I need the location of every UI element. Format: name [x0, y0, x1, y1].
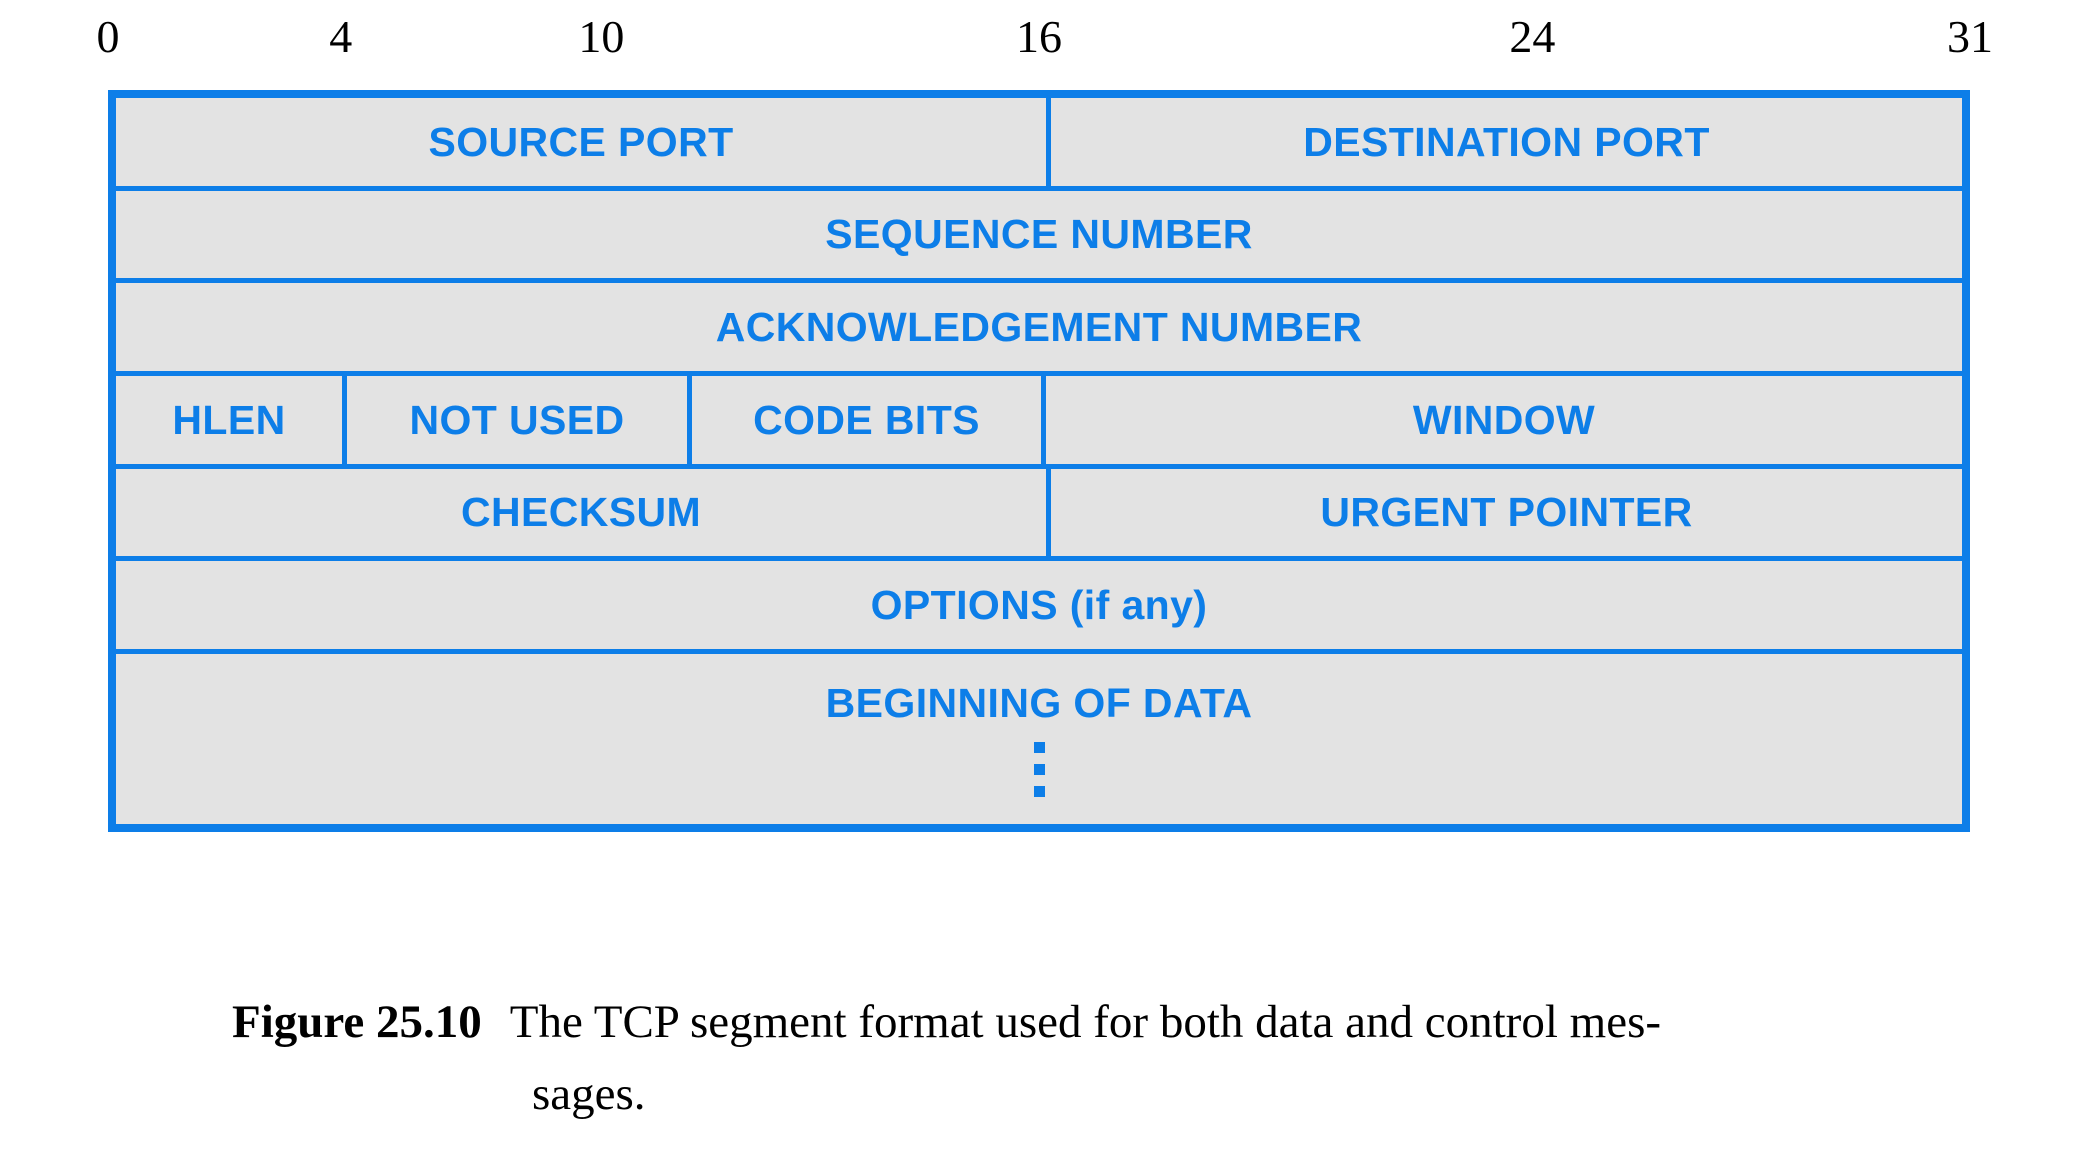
field-code-bits-label: CODE BITS: [753, 396, 980, 443]
bit-position-ruler: 0 4 10 16 24 31: [97, 8, 1994, 90]
field-hlen-label: HLEN: [172, 396, 286, 443]
field-source-port: SOURCE PORT: [116, 98, 1046, 186]
ruler-tick-0: 0: [96, 11, 120, 62]
field-acknowledgement-number-label: ACKNOWLEDGEMENT NUMBER: [715, 304, 1363, 351]
header-row-ports: SOURCE PORT DESTINATION PORT: [116, 98, 1962, 191]
ruler-tick-10: 10: [578, 11, 625, 62]
tcp-header-table: SOURCE PORT DESTINATION PORT SEQUENCE NU…: [108, 90, 1970, 832]
field-sequence-number-label: SEQUENCE NUMBER: [825, 211, 1253, 258]
figure-caption-text-1: The TCP segment format used for both dat…: [509, 996, 1662, 1048]
ruler-tick-16: 16: [1016, 11, 1062, 62]
figure-number: Figure 25.10: [232, 996, 482, 1048]
header-row-acknowledgement: ACKNOWLEDGEMENT NUMBER: [116, 283, 1962, 376]
field-urgent-pointer: URGENT POINTER: [1046, 468, 1962, 557]
figure-caption-line-2: sages.: [532, 1068, 646, 1120]
field-hlen: HLEN: [116, 375, 342, 464]
ruler-tick-4: 4: [329, 11, 353, 62]
ruler-tick-31: 31: [1947, 11, 1993, 62]
header-row-data: BEGINNING OF DATA: [116, 653, 1962, 825]
field-source-port-label: SOURCE PORT: [428, 118, 734, 165]
vertical-ellipsis-icon: [1033, 742, 1045, 798]
field-destination-port: DESTINATION PORT: [1046, 98, 1962, 186]
field-beginning-of-data-label: BEGINNING OF DATA: [825, 680, 1253, 727]
field-acknowledgement-number: ACKNOWLEDGEMENT NUMBER: [116, 283, 1962, 371]
field-not-used: NOT USED: [342, 375, 687, 464]
field-window-label: WINDOW: [1412, 396, 1596, 443]
ruler-tick-24: 24: [1509, 11, 1556, 62]
field-destination-port-label: DESTINATION PORT: [1303, 118, 1710, 165]
figure-caption-line-1: Figure 25.10 The TCP segment format used …: [232, 986, 1892, 1058]
header-row-checksum: CHECKSUM URGENT POINTER: [116, 468, 1962, 562]
field-code-bits: CODE BITS: [687, 375, 1041, 464]
field-window: WINDOW: [1041, 375, 1962, 464]
header-row-control: HLEN NOT USED CODE BITS WINDOW: [116, 375, 1962, 469]
field-urgent-pointer-label: URGENT POINTER: [1320, 489, 1693, 536]
field-not-used-label: NOT USED: [409, 396, 625, 443]
header-row-options: OPTIONS (if any): [116, 561, 1962, 654]
field-options-label: OPTIONS (if any): [870, 581, 1208, 628]
field-sequence-number: SEQUENCE NUMBER: [116, 190, 1962, 279]
header-row-sequence: SEQUENCE NUMBER: [116, 190, 1962, 284]
field-beginning-of-data: BEGINNING OF DATA: [116, 653, 1962, 825]
figure-caption: Figure 25.10 The TCP segment format used …: [232, 986, 1892, 1130]
field-checksum-label: CHECKSUM: [460, 489, 702, 536]
field-options: OPTIONS (if any): [116, 561, 1962, 649]
field-checksum: CHECKSUM: [116, 468, 1046, 557]
